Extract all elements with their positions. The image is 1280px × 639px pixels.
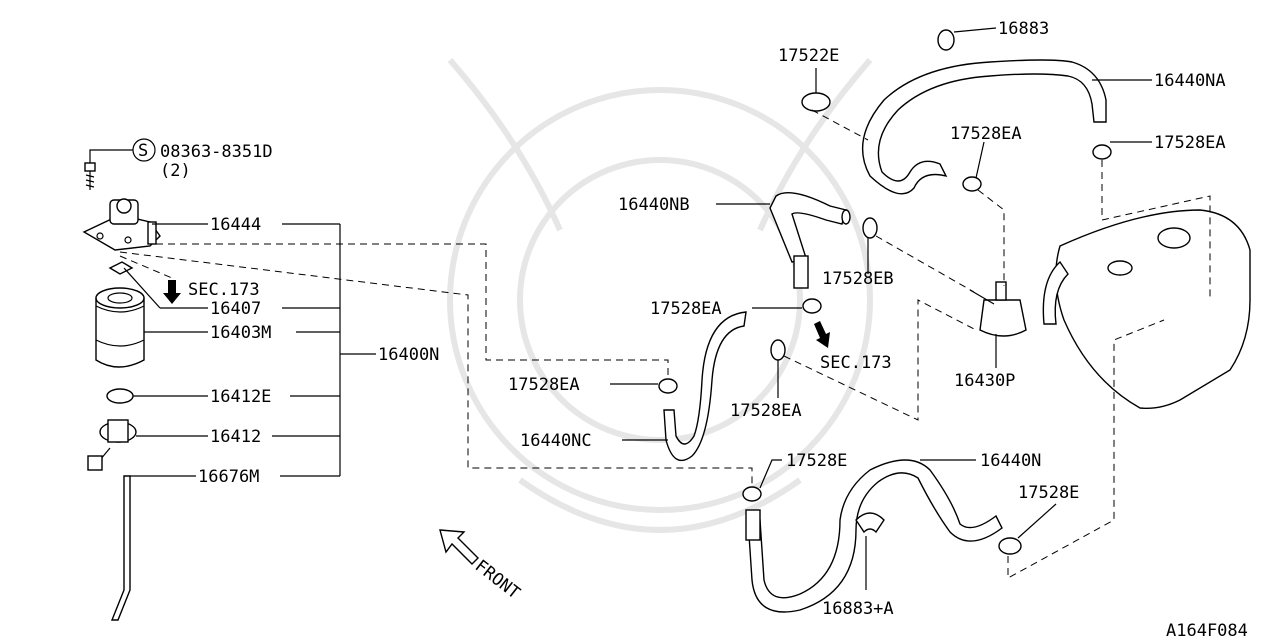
label-16430P: 16430P — [954, 371, 1015, 391]
middle-dashes — [783, 109, 1211, 579]
label-16676M: 16676M — [198, 467, 259, 487]
screw-symbol: S — [138, 141, 148, 161]
clamp-16883A — [855, 512, 885, 534]
label-17528EB: 17528EB — [822, 269, 894, 289]
hose-16440NB — [769, 192, 851, 289]
label-16440NA: 16440NA — [1154, 71, 1226, 91]
filter-assembly: S 08363-8351D (2) 16444 16407 16403M 164… — [82, 138, 439, 621]
filter-head — [82, 198, 161, 251]
label-17528EA-mid: 17528EA — [650, 299, 722, 319]
label-front: FRONT — [471, 556, 524, 603]
label-08363-8351D: 08363-8351D — [160, 142, 273, 162]
hose-16440NC — [663, 311, 747, 462]
clamp-17528EB — [862, 217, 878, 239]
valve-16430P — [969, 281, 1027, 337]
clamp-17528EA-top — [962, 176, 982, 192]
middle-callouts: 16883 17522E 16440NA 17528EA 17528EA 164… — [508, 19, 1226, 619]
hose-16440NA — [861, 59, 1107, 195]
fuel-tank — [1042, 209, 1251, 410]
clamp-17528E-a — [742, 486, 762, 502]
clamp-17528EA-low — [770, 339, 786, 361]
front-arrow-icon: FRONT — [439, 529, 524, 603]
clamp-17528EA-mid — [802, 298, 822, 314]
label-17528E-a: 17528E — [786, 451, 847, 471]
label-16440NC: 16440NC — [520, 431, 592, 451]
clamp-17528EA-left — [658, 378, 678, 394]
label-17528EA-left: 17528EA — [508, 375, 580, 395]
screw-icon — [84, 162, 96, 190]
label-16444: 16444 — [210, 215, 261, 235]
hose-16440N — [745, 459, 1003, 613]
label-sec173-left: SEC.173 — [188, 280, 260, 300]
o-ring — [106, 388, 134, 404]
drain-hose — [110, 475, 131, 621]
label-16883A: 16883+A — [822, 599, 894, 619]
label-sec173-mid: SEC.173 — [820, 353, 892, 373]
down-arrow-icon — [163, 280, 181, 304]
fuel-filter-cartridge — [95, 287, 145, 368]
connection-dashes — [119, 243, 753, 488]
clamps — [658, 29, 1112, 555]
label-screw-qty: (2) — [160, 161, 191, 181]
label-16403M: 16403M — [210, 323, 271, 343]
down-arrow-icon-mid — [814, 321, 830, 348]
label-17528E-b: 17528E — [1018, 483, 1079, 503]
label-16440NB: 16440NB — [618, 195, 690, 215]
label-16407: 16407 — [210, 299, 261, 319]
clamp-17528E-b — [998, 537, 1022, 555]
washer — [108, 261, 134, 275]
clamp-16883 — [937, 29, 955, 51]
label-17522E: 17522E — [778, 46, 839, 66]
clamp-17522E — [801, 92, 831, 112]
label-16400N: 16400N — [378, 345, 439, 365]
label-16883: 16883 — [998, 19, 1049, 39]
label-16412: 16412 — [210, 427, 261, 447]
label-17528EA-right: 17528EA — [1154, 133, 1226, 153]
label-16440N: 16440N — [980, 451, 1041, 471]
label-17528EA-low: 17528EA — [730, 401, 802, 421]
water-sensor — [87, 419, 137, 471]
diagram-id: A164F084 — [1166, 621, 1248, 639]
label-16412E: 16412E — [210, 387, 271, 407]
label-17528EA-top: 17528EA — [950, 124, 1022, 144]
clamp-17528EA-right — [1092, 144, 1112, 160]
